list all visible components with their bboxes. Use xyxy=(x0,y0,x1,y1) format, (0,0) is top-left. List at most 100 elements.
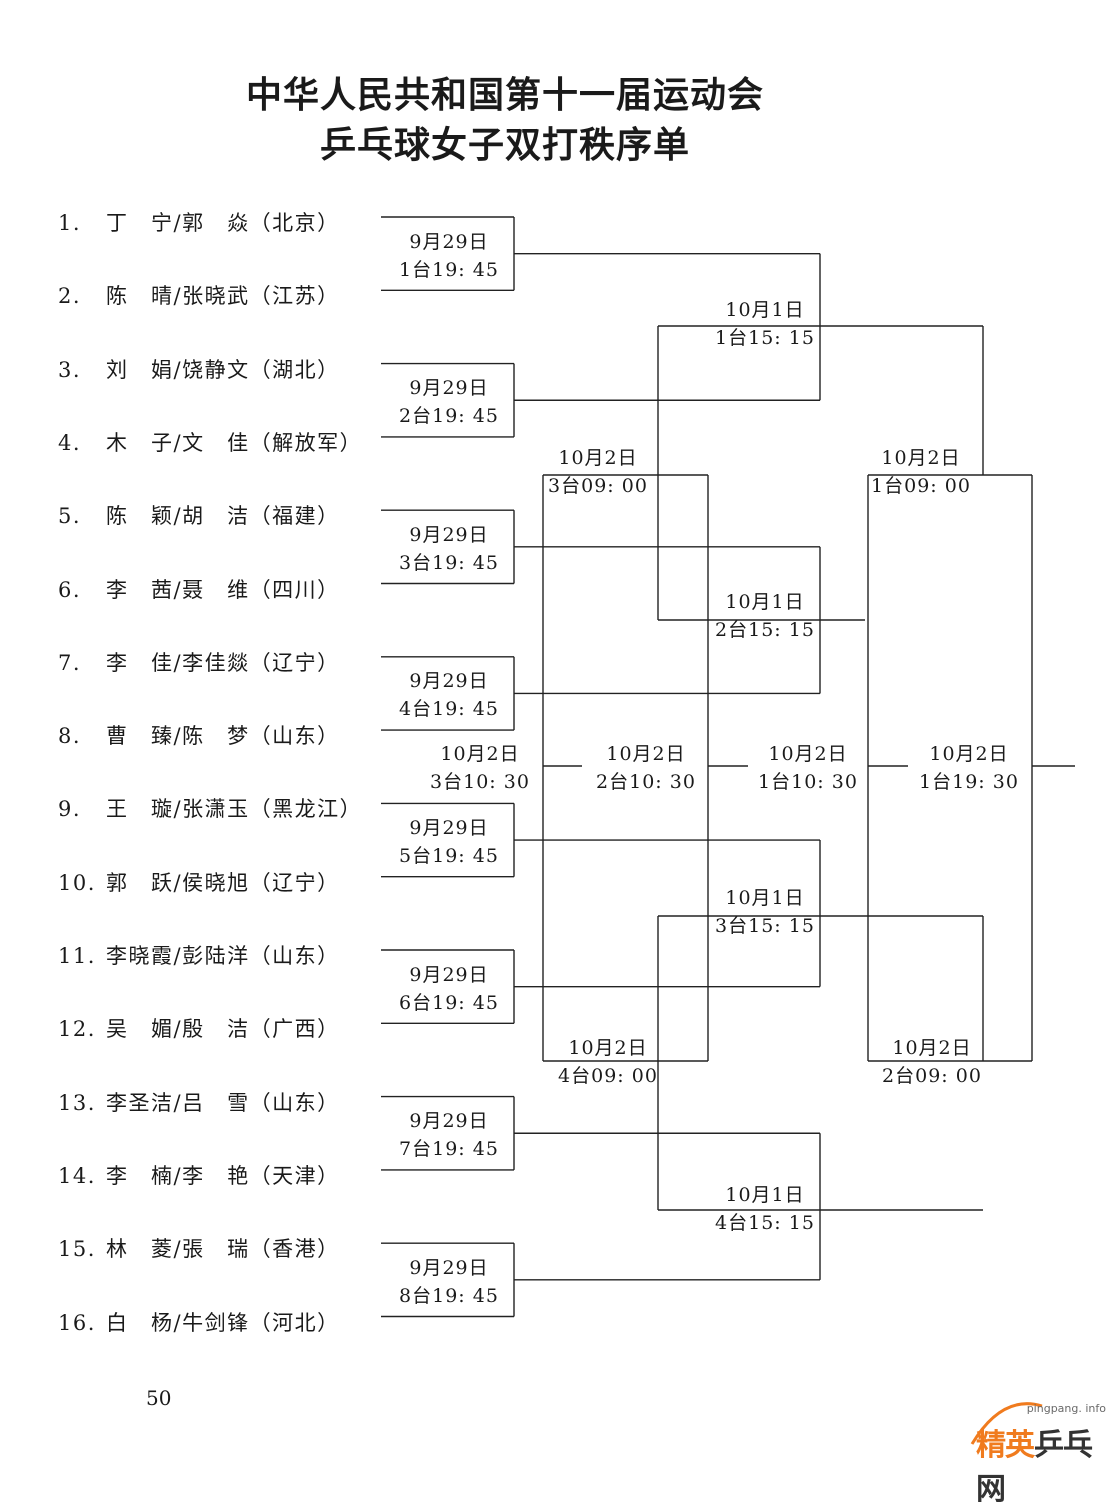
match-date: 10月2日 xyxy=(606,743,686,765)
match-label-round3: 10月2日 1台09: 00 xyxy=(841,444,1001,500)
match-date: 10月1日 xyxy=(725,299,805,321)
match-date: 10月1日 xyxy=(725,1184,805,1206)
player-row: 2. 陈 晴/张晓武（江苏） xyxy=(58,280,340,310)
player-seed: 11. xyxy=(58,944,96,968)
match-label-round1: 9月29日 7台19: 45 xyxy=(369,1107,529,1163)
match-label-round1: 9月29日 2台19: 45 xyxy=(369,374,529,430)
match-table-time: 5台19: 45 xyxy=(399,845,499,868)
page-subtitle: 乒乓球女子双打秩序单 xyxy=(319,125,690,166)
match-date: 10月2日 xyxy=(892,1037,972,1059)
match-label-round1: 9月29日 8台19: 45 xyxy=(369,1254,529,1310)
match-table-time: 4台19: 45 xyxy=(399,698,499,721)
player-seed: 16. xyxy=(58,1310,96,1335)
player-seed: 2. xyxy=(58,284,82,309)
player-row: 8. 曹 臻/陈 梦（山东） xyxy=(58,720,340,750)
match-date: 10月2日 xyxy=(768,743,848,765)
match-date: 9月29日 xyxy=(409,523,489,546)
match-table-time: 3台09: 00 xyxy=(548,475,648,497)
match-date: 9月29日 xyxy=(409,1256,489,1279)
player-seed: 14. xyxy=(58,1163,96,1188)
match-date: 9月29日 xyxy=(409,670,489,693)
match-label-round4: 10月2日 1台19: 30 xyxy=(889,740,1049,796)
match-date: 9月29日 xyxy=(409,1110,489,1133)
player-row: 14. 李 楠/李 艳（天津） xyxy=(58,1160,340,1190)
player-pair: 王 璇/张潇玉（黑龙江） xyxy=(106,797,363,822)
watermark-logo: pingpang. info 精英乒乓网 xyxy=(962,1384,1112,1507)
match-label-round2: 10月1日 3台15: 15 xyxy=(685,884,845,940)
match-date: 10月1日 xyxy=(725,887,805,909)
player-pair: 李 楠/李 艳（天津） xyxy=(106,1163,340,1188)
match-table-time: 2台09: 00 xyxy=(882,1065,982,1087)
player-seed: 1. xyxy=(58,211,82,235)
match-table-time: 1台09: 00 xyxy=(871,475,971,497)
player-row: 16. 白 杨/牛剑锋（河北） xyxy=(58,1307,340,1337)
player-row: 15. 林 菱/張 瑞（香港） xyxy=(58,1233,340,1263)
player-row: 11.李晓霞/彭陆洋（山东） xyxy=(58,940,340,970)
player-seed: 15. xyxy=(58,1237,96,1262)
player-pair: 李圣洁/吕 雪（山东） xyxy=(106,1090,340,1115)
match-table-time: 3台10: 30 xyxy=(430,771,530,793)
player-row: 1. 丁 宁/郭 焱（北京） xyxy=(58,207,340,237)
player-seed: 3. xyxy=(58,357,82,382)
player-row: 10. 郭 跃/侯晓旭（辽宁） xyxy=(58,867,340,897)
player-row: 6. 李 茜/聂 维（四川） xyxy=(58,574,340,604)
player-pair: 曹 臻/陈 梦（山东） xyxy=(106,724,340,749)
match-table-time: 2台15: 15 xyxy=(715,619,815,641)
match-table-time: 4台15: 15 xyxy=(715,1212,815,1234)
match-date: 10月2日 xyxy=(558,447,638,469)
watermark-url: pingpang. info xyxy=(1026,1402,1106,1415)
match-table-time: 1台19: 45 xyxy=(399,258,499,281)
draw-bracket xyxy=(381,216,1075,1318)
page-title: 中华人民共和国第十一届运动会 xyxy=(245,75,764,116)
player-row: 3. 刘 娟/饶静文（湖北） xyxy=(58,354,340,384)
player-seed: 10. xyxy=(58,870,96,895)
watermark-text: 精英乒乓网 xyxy=(976,1420,1112,1508)
match-label-round1: 9月29日 4台19: 45 xyxy=(369,667,529,723)
player-pair: 刘 娟/饶静文（湖北） xyxy=(106,357,340,382)
player-pair: 木 子/文 佳（解放军） xyxy=(106,430,363,455)
match-label-round4: 10月2日 2台10: 30 xyxy=(566,740,726,796)
player-pair: 白 杨/牛剑锋（河北） xyxy=(106,1310,340,1335)
player-pair: 郭 跃/侯晓旭（辽宁） xyxy=(106,870,340,895)
match-label-round1: 9月29日 1台19: 45 xyxy=(369,228,529,284)
match-table-time: 1台19: 30 xyxy=(919,771,1019,793)
match-date: 9月29日 xyxy=(409,963,489,986)
match-date: 10月2日 xyxy=(568,1037,648,1059)
match-label-round1: 9月29日 5台19: 45 xyxy=(369,814,529,870)
match-date: 9月29日 xyxy=(409,377,489,400)
match-date: 10月2日 xyxy=(929,743,1009,765)
watermark-text-a: 精英 xyxy=(976,1428,1035,1463)
match-table-time: 1台10: 30 xyxy=(758,771,858,793)
player-pair: 李 茜/聂 维（四川） xyxy=(106,577,340,602)
player-row: 7. 李 佳/李佳燚（辽宁） xyxy=(58,647,340,677)
match-date: 9月29日 xyxy=(409,817,489,840)
swoosh-icon xyxy=(970,1402,1043,1445)
match-date: 10月2日 xyxy=(881,447,961,469)
match-table-time: 2台10: 30 xyxy=(596,771,696,793)
match-table-time: 7台19: 45 xyxy=(399,1138,499,1161)
player-seed: 8. xyxy=(58,724,82,749)
page-number: 50 xyxy=(146,1386,172,1410)
match-table-time: 8台19: 45 xyxy=(399,1284,499,1307)
match-date: 10月2日 xyxy=(440,743,520,765)
player-seed: 5. xyxy=(58,504,82,529)
player-seed: 12. xyxy=(58,1017,96,1042)
match-table-time: 1台15: 15 xyxy=(715,327,815,349)
player-seed: 7. xyxy=(58,650,82,675)
match-label-round4: 10月2日 1台10: 30 xyxy=(728,740,888,796)
player-pair: 林 菱/張 瑞（香港） xyxy=(106,1237,340,1262)
match-table-time: 6台19: 45 xyxy=(399,991,499,1014)
match-table-time: 2台19: 45 xyxy=(399,405,499,428)
player-row: 12. 吴 媚/殷 洁（广西） xyxy=(58,1013,340,1043)
match-label-round3: 10月2日 2台09: 00 xyxy=(852,1034,1012,1090)
match-table-time: 3台15: 15 xyxy=(715,915,815,937)
match-date: 9月29日 xyxy=(409,230,489,253)
player-pair: 李 佳/李佳燚（辽宁） xyxy=(106,650,340,675)
player-pair: 吴 媚/殷 洁（广西） xyxy=(106,1017,340,1042)
player-seed: 6. xyxy=(58,577,82,602)
player-pair: 丁 宁/郭 焱（北京） xyxy=(106,211,340,235)
match-label-round2: 10月1日 1台15: 15 xyxy=(685,296,845,352)
player-pair: 陈 晴/张晓武（江苏） xyxy=(106,284,340,309)
